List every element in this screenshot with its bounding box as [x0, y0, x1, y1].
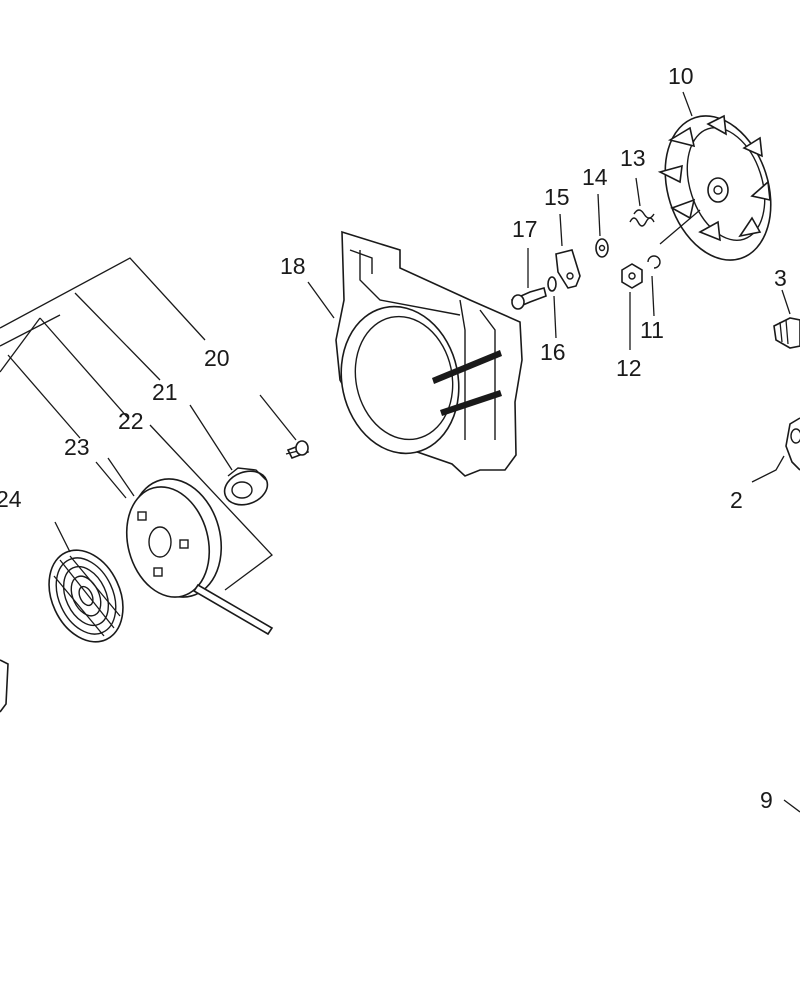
starter-ratchet-part-21: [189, 404, 269, 506]
fan-housing-part-18: [307, 230, 523, 477]
nut-part-12: [621, 263, 643, 350]
starter-cover-part-24: [48, 521, 124, 643]
label-part-14: 14: [582, 164, 608, 190]
flywheel-part-10: [657, 91, 772, 261]
spring-part-13: [629, 177, 655, 227]
connector-part-3: [773, 289, 800, 349]
label-part-24: 24: [0, 486, 22, 512]
screw-part-20: [259, 394, 310, 460]
label-part-9: 9: [760, 787, 773, 813]
label-part-17: 17: [512, 216, 538, 242]
partial-part-left-edge: [0, 659, 9, 713]
bracket-part-15: [555, 213, 581, 289]
label-part-2: 2: [730, 487, 743, 513]
part-number-labels: 10 13 14 15 17 18 3 11 16 20 12 21 22 23…: [0, 63, 787, 813]
bracket-part-2: [751, 417, 800, 483]
starter-pulley-part-23: [107, 457, 274, 636]
part-9-leader: [783, 799, 800, 813]
washer-part-16: [547, 276, 557, 339]
group-bracket-lines: [0, 257, 273, 591]
label-part-3: 3: [774, 265, 787, 291]
label-part-18: 18: [280, 253, 306, 279]
label-part-12: 12: [616, 355, 642, 381]
label-part-11: 11: [640, 317, 664, 343]
bolt-part-17: [510, 248, 547, 310]
label-part-15: 15: [544, 184, 570, 210]
clip-part-11: [647, 255, 661, 317]
label-part-10: 10: [668, 63, 694, 89]
washer-part-14: [595, 193, 609, 258]
label-part-16: 16: [540, 339, 566, 365]
label-part-22: 22: [118, 408, 144, 434]
label-part-13: 13: [620, 145, 646, 171]
label-part-20: 20: [204, 345, 230, 371]
label-part-23: 23: [64, 434, 90, 460]
label-part-21: 21: [152, 379, 178, 405]
